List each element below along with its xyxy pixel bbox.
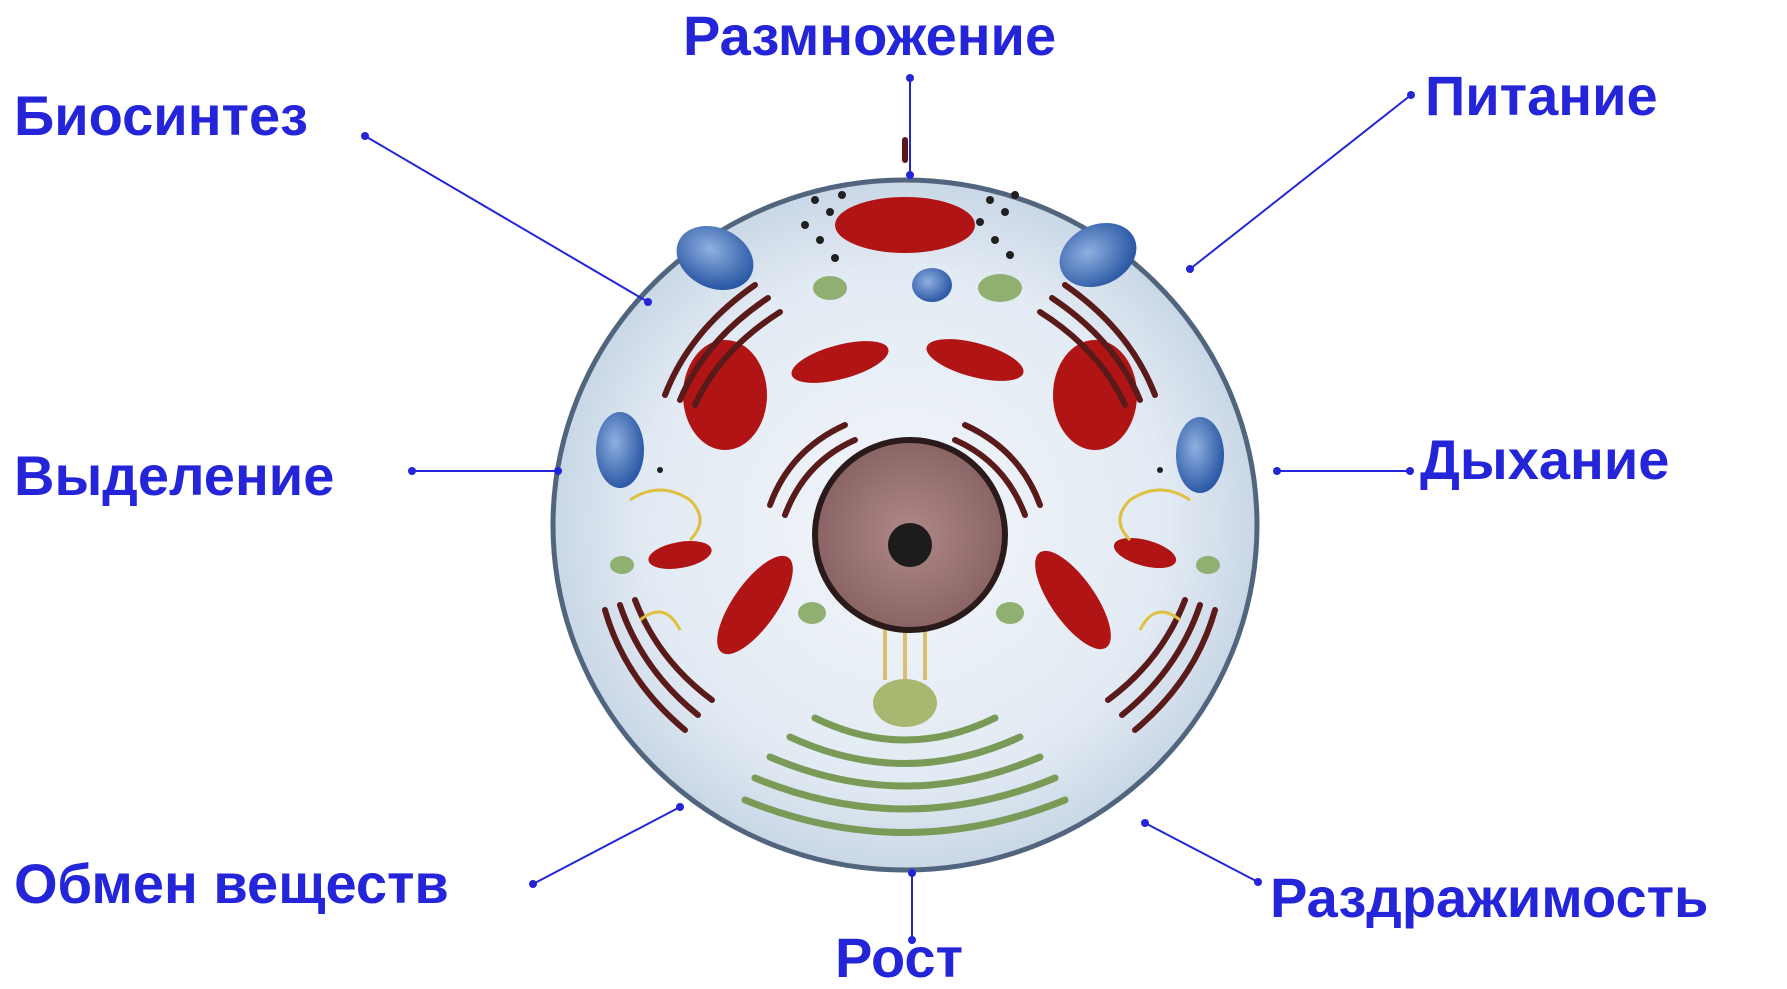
label-excretion: Выделение (14, 448, 334, 504)
leader-line-bottom-right (1145, 823, 1258, 882)
label-biosynthesis: Биосинтез (14, 88, 308, 144)
label-metabolism: Обмен веществ (14, 856, 449, 912)
vacuole (1176, 417, 1224, 493)
leader-line-bottom-left (533, 807, 680, 884)
label-irritability: Раздражимость (1270, 870, 1708, 926)
label-growth: Рост (835, 930, 963, 986)
centrosome-body (873, 679, 937, 727)
vacuole (912, 268, 952, 302)
leader-line-top-right (1190, 95, 1411, 269)
vacuole (596, 412, 644, 488)
label-respiration: Дыхание (1420, 432, 1669, 488)
mitochondrion (835, 197, 975, 253)
label-reproduction: Размножение (683, 8, 1056, 64)
nucleolus (888, 523, 932, 567)
leader-line-top-left (365, 136, 648, 302)
label-nutrition: Питание (1425, 68, 1658, 124)
